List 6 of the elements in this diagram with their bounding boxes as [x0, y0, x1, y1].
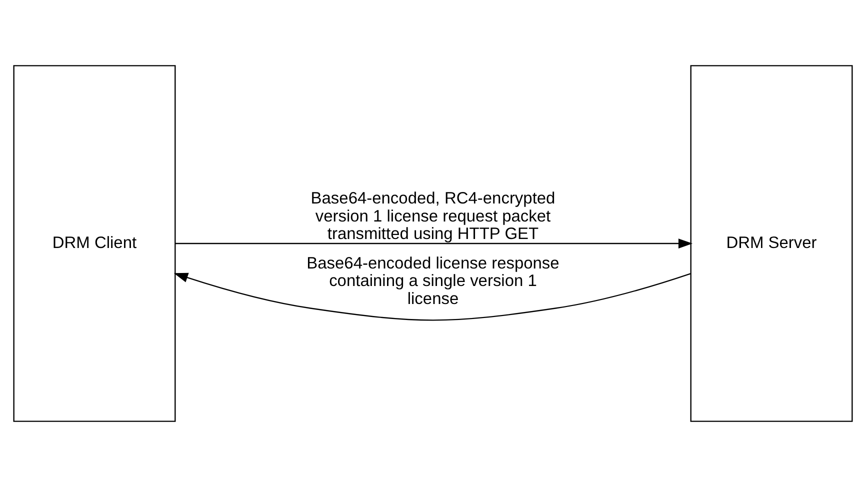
arrow: [175, 238, 693, 248]
node-box: DRM Server: [690, 65, 853, 422]
edge-label: Base64-encoded license response containing a single version 1 license: [306, 254, 560, 308]
node-box: DRM Client: [13, 65, 176, 422]
arrow: [174, 272, 691, 321]
edge-label: Base64-encoded, RC4-encrypted version 1 license request packet transmitted using HTTP GET: [310, 190, 556, 244]
